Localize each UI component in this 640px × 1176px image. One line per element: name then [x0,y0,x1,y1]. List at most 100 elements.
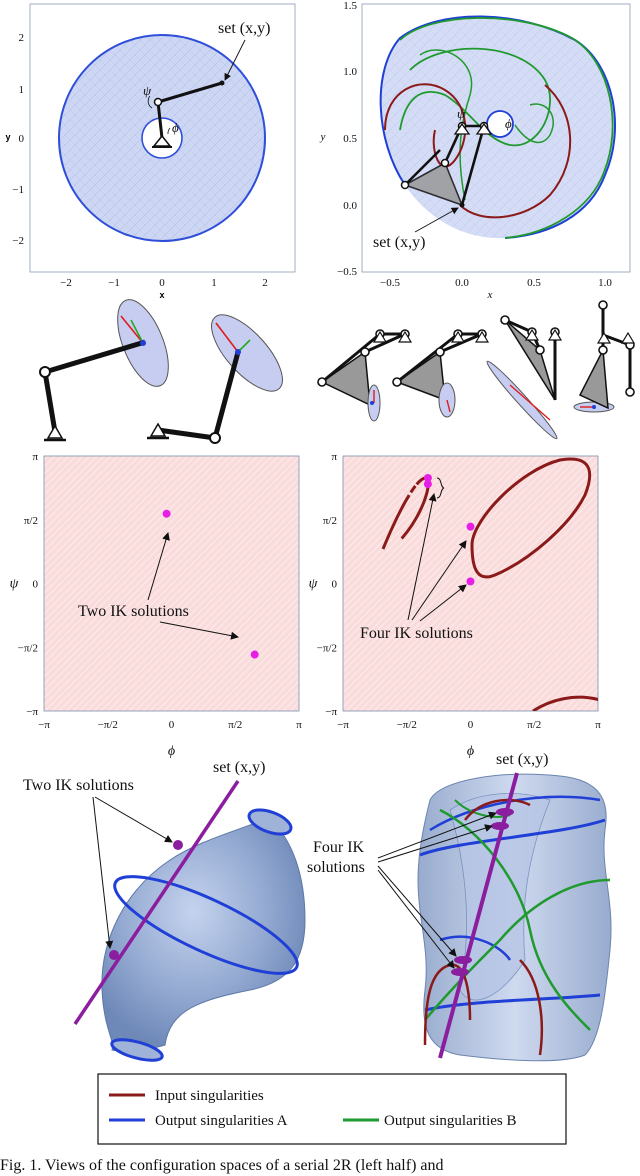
panel-a-psi-label: ψ [143,83,152,98]
panel-e-surface-2r: Two IK solutions set (x,y) [23,759,306,1062]
config-ytick: 0 [33,579,39,591]
panel-b-xtick: 0.0 [455,277,469,289]
config-xtick: −π [38,719,50,731]
config-ylabel: ψ [10,577,19,592]
legend: Input singularities Output singularities… [97,1073,567,1145]
config-xlabel: ϕ [467,744,474,759]
panel-a-yticks: 2 1 0 −1 −2 [12,32,24,247]
panel-b-yticks: 1.5 1.0 0.5 0.0 −0.5 [337,0,357,278]
ik-solution-point [423,480,432,489]
panel-a-xticks: −2 −1 0 1 2 [60,277,268,289]
panel-b-xticks: −0.5 0.0 0.5 1.0 [380,277,612,289]
panel-a-ylabel: y [5,132,10,142]
config-xtick: π/2 [228,719,242,731]
ik-solution-point [250,650,259,659]
posture-5bar-1 [317,329,413,422]
panel-b-input-singularity-curve [384,83,467,168]
config-ylabel: ψ [309,577,318,592]
panel-b-ytick: 0.0 [343,200,357,212]
legend-input-label: Input singularities [155,1088,264,1104]
config-xtick: π/2 [527,719,541,731]
posture-2r-1 [39,299,169,442]
ik-solution-point [162,509,171,518]
config-ytick: π [32,451,38,463]
panel-b-psi-label: ψ [457,106,466,121]
panel-d-ik-points [423,473,475,586]
config-xtick: −π [337,719,349,731]
panel-c-ik-points [162,509,259,659]
panel-a-xtick: −2 [60,277,72,289]
config-ytick: π [331,451,337,463]
panel-b-ytick: 1.0 [343,66,357,78]
panel-d-input-singularity-loop-2 [470,457,592,579]
config-xtick: π [296,719,302,731]
panel-b-workspace-5bar: ψ ϕ set (x,y) −0.5 0.0 0.5 1.0 1.5 1.0 0… [320,0,631,301]
panel-b-ylabel: y [320,131,326,143]
panel-a-workspace-2r: ψ ϕ set (x,y) −2 −1 0 1 2 2 1 0 −1 −2 x … [5,3,296,300]
config-xtick: π [595,719,601,731]
panel-a-xtick: 1 [211,277,217,289]
panel-b-ytick: −0.5 [337,266,357,278]
panel-f-surface-5bar: Four IK solutions set (x,y) [307,751,612,1062]
posture-5bar-4 [573,300,636,413]
panel-a-annotation: set (x,y) [218,20,270,37]
ik-solution-point [466,577,475,586]
panel-a-xtick: 0 [159,277,165,289]
panel-c-annotation: Two IK solutions [78,603,189,620]
panel-d-input-singularity-corner [532,695,598,711]
panel-b-annotation: set (x,y) [373,234,425,251]
panel-a-ytick: −1 [12,184,24,196]
config-ytick: −π/2 [317,642,337,654]
panel-e-set-line [73,780,240,1025]
panel-f-annotation-line1: Four IK [313,839,365,856]
figure-caption: Fig. 1. Views of the configuration space… [0,1157,444,1174]
panel-b-xlabel: x [487,289,493,301]
legend-box [97,1073,567,1145]
panel-e-output-singularity-ring [113,875,299,975]
robot-postures-row [39,299,636,444]
config-ytick: −π [325,706,337,718]
panel-a-phi-label: ϕ [172,120,179,135]
panel-b-xtick: 1.0 [598,277,612,289]
config-ytick: 0 [332,579,338,591]
config-xtick: −π/2 [397,719,417,731]
posture-5bar-2 [392,329,490,418]
panel-a-ytick: 1 [19,84,25,96]
ik-solution-point [466,522,475,531]
legend-output-a-label: Output singularities A [155,1113,288,1129]
config-ytick: π/2 [323,515,337,527]
panel-f-set-label: set (x,y) [496,751,548,768]
panel-a-xtick: 2 [262,277,268,289]
panel-c-axes: −π −π/2 0 π/2 π π π/2 0 −π/2 −π ϕ ψ [10,451,303,759]
legend-output-b-label: Output singularities B [384,1113,517,1129]
panel-b-ytick: 1.5 [343,0,357,12]
posture-5bar-3 [486,315,563,440]
panel-b-xtick: −0.5 [380,277,400,289]
config-ytick: π/2 [24,515,38,527]
panel-c-config-space-2r: Two IK solutions −π −π/2 0 π/2 π π π/2 0 −π/2 −π ϕ… [10,451,303,759]
panel-b-phi-label: ϕ [505,116,512,131]
config-ytick: −π [26,706,38,718]
panel-a-xtick: −1 [108,277,120,289]
panel-f-set-line [438,772,519,1059]
panel-a-ytick: 2 [19,32,25,44]
panel-e-set-label: set (x,y) [213,759,265,776]
panel-b-ytick: 0.5 [343,133,357,145]
panel-f-annotation-line2: solutions [307,859,365,876]
panel-c-frame [43,455,300,712]
config-xlabel: ϕ [168,744,175,759]
panel-a-xlabel: x [159,290,164,300]
panel-a-ytick: 0 [19,133,25,145]
panel-a-ytick: −2 [12,235,24,247]
panel-d-annotation: Four IK solutions [360,625,473,642]
config-xtick: 0 [468,719,474,731]
panel-d-axes: −π −π/2 0 π/2 π π π/2 0 −π/2 −π ϕ ψ [309,451,602,759]
ik-solution-point [423,473,432,482]
config-xtick: 0 [169,719,175,731]
config-xtick: −π/2 [98,719,118,731]
config-ytick: −π/2 [18,642,38,654]
panel-b-xtick: 0.5 [527,277,541,289]
posture-2r-2 [147,314,283,444]
